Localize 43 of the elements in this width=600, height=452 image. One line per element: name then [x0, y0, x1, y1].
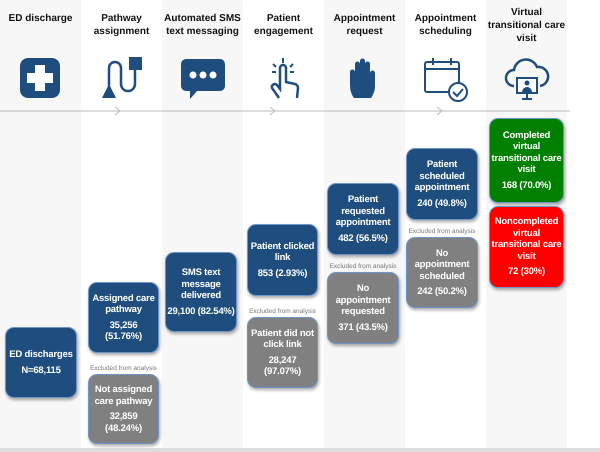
process-box [88, 282, 159, 353]
process-box [88, 374, 159, 444]
count-text: 482 (56.5%) [338, 232, 388, 244]
box-heading: Patient did not click link [250, 328, 315, 350]
count-text: 853 (2.93%) [258, 268, 308, 280]
box-heading: Patient scheduled appointment [414, 159, 470, 194]
count-text: 29,100 (82.54%) [167, 306, 235, 317]
column-heading: Patient engagement [253, 12, 314, 38]
box-heading: Completed virtual transitional care visit [491, 130, 562, 176]
count-text: 72 (30%) [508, 266, 545, 278]
column-heading: Automated SMS text messaging [163, 12, 242, 38]
count-text: 32,859 (48.24%) [104, 411, 143, 434]
count-text: N=68,115 [21, 364, 61, 376]
box-heading: Not assigned care pathway [94, 384, 154, 407]
process-box [489, 118, 564, 203]
process-box [247, 224, 318, 296]
column-heading: Appointment scheduling [414, 12, 478, 38]
count-text: 28,247 (97.07%) [263, 354, 302, 378]
count-text: 240 (49.8%) [417, 198, 467, 209]
process-box [165, 252, 237, 332]
column-heading: Pathway assignment [92, 12, 150, 38]
count-text: 242 (50.2%) [417, 286, 467, 298]
box-heading: Assigned care pathway [91, 292, 156, 316]
column-heading: Appointment request [332, 12, 396, 38]
process-box [327, 272, 399, 344]
process-box [247, 317, 318, 388]
box-heading: No appointment scheduled [414, 248, 470, 282]
box-heading: Noncompleted virtual transitional care visit [491, 216, 562, 262]
box-heading: SMS text message delivered [180, 267, 222, 302]
box-heading: Patient clicked link [250, 240, 316, 264]
process-box [406, 148, 478, 220]
process-box [327, 183, 399, 255]
box-heading: No appointment requested [334, 283, 392, 318]
box-heading: Patient requested appointment [334, 194, 392, 228]
box-heading: ED discharges [9, 349, 73, 360]
process-box [406, 237, 478, 308]
count-text: 371 (43.5%) [338, 322, 388, 333]
column-heading: ED discharge [8, 12, 74, 25]
process-box [489, 206, 564, 288]
column-heading: Virtual transitional care visit [486, 6, 566, 45]
count-text: 35,256 (51.76%) [104, 320, 143, 342]
count-text: 168 (70.0%) [502, 180, 552, 192]
process-box [5, 327, 77, 398]
